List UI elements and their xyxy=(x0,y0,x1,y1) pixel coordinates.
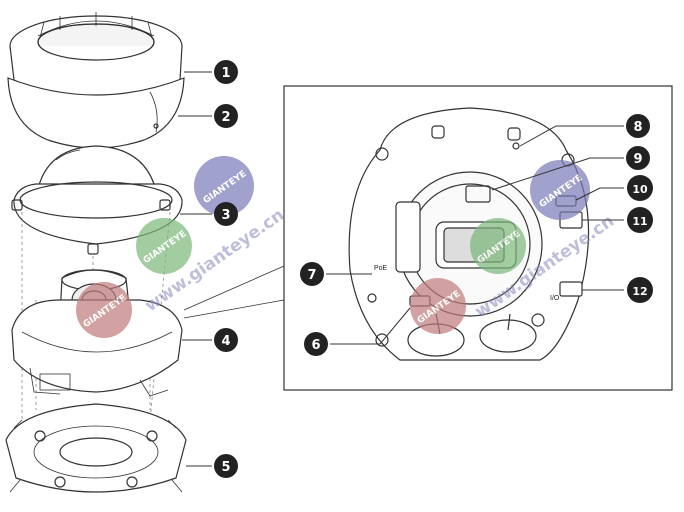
callout-1: 1 xyxy=(214,60,238,84)
callout-number: 2 xyxy=(221,110,230,125)
watermark-logo: GIANTEYE xyxy=(76,282,132,338)
callout-6: 6 xyxy=(304,332,328,356)
callout-badge xyxy=(214,202,238,226)
callout-number: 3 xyxy=(221,208,230,223)
housing-top-view xyxy=(348,107,590,361)
callout-badge xyxy=(627,277,653,303)
callout-2: 2 xyxy=(214,104,238,128)
callout-badge xyxy=(626,114,650,138)
mounting-base xyxy=(5,403,187,493)
callout-number: 10 xyxy=(632,183,648,196)
poe-port-label: PoE xyxy=(374,265,388,272)
callout-11: 11 xyxy=(627,207,653,233)
watermark-logo: GIANTEYE xyxy=(194,156,254,216)
callout-4: 4 xyxy=(214,328,238,352)
callout-number: 9 xyxy=(633,152,642,167)
cover-body xyxy=(7,77,185,149)
callout-number: 7 xyxy=(307,268,316,283)
callout-8: 8 xyxy=(626,114,650,138)
callout-badge xyxy=(626,146,650,170)
callout-badge xyxy=(214,60,238,84)
dome-cover xyxy=(11,145,183,255)
callout-12: 12 xyxy=(627,277,653,303)
watermark-logo: GIANTEYE xyxy=(410,278,466,334)
top-cover xyxy=(9,12,183,100)
callout-number: 12 xyxy=(632,285,647,298)
callout-3: 3 xyxy=(214,202,238,226)
callout-7: 7 xyxy=(300,262,324,286)
callout-badge xyxy=(627,207,653,233)
callout-number: 11 xyxy=(632,215,647,228)
callout-number: 6 xyxy=(311,338,320,353)
callout-badge xyxy=(214,328,238,352)
callout-10: 10 xyxy=(627,175,653,201)
io-port-label: I/O xyxy=(550,295,560,302)
watermark-layer: GIANTEYE GIANTEYE GIANTEYE www.gianteye.… xyxy=(76,156,618,338)
callout-9: 9 xyxy=(626,146,650,170)
callout-badge xyxy=(214,104,238,128)
watermark-logo: GIANTEYE xyxy=(470,218,526,274)
callout-number: 4 xyxy=(221,334,230,349)
callout-badge xyxy=(214,454,238,478)
callout-badge xyxy=(304,332,328,356)
callout-5: 5 xyxy=(214,454,238,478)
callout-number: 1 xyxy=(221,66,230,81)
callout-number: 5 xyxy=(221,460,230,475)
callout-badge xyxy=(300,262,324,286)
callout-badge xyxy=(627,175,653,201)
watermark-logo: GIANTEYE xyxy=(530,160,590,220)
watermark-logo: GIANTEYE xyxy=(136,218,192,274)
callout-leaders xyxy=(178,71,624,467)
callout-number: 8 xyxy=(633,120,642,135)
